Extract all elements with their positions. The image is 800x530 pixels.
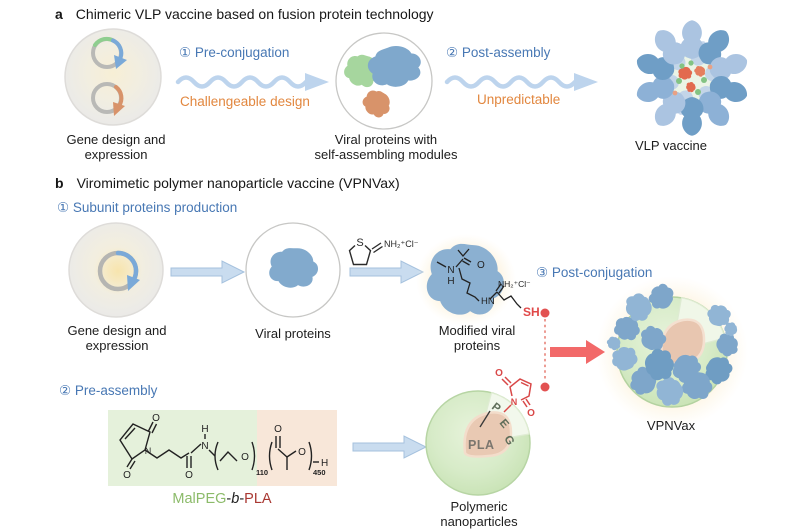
wavy-arrow-icon-1	[175, 73, 329, 91]
wavy-arrow-icon-2	[444, 73, 598, 91]
caption-gene-design-b: Gene design and expression	[67, 323, 167, 354]
dash: -	[239, 491, 245, 507]
carbonyl-o-label: O	[477, 260, 485, 271]
caption-vpnvax: VPNVax	[646, 418, 696, 433]
step-post-assembly: ② Post-assembly	[446, 45, 551, 60]
note-challengeable-design: Challengeable design	[180, 94, 310, 109]
polymeric-nanoparticle-illustration: P E G PLA N O O	[425, 368, 535, 496]
malpeg-block-background	[108, 410, 257, 486]
pla-repeat-subscript: 450	[313, 468, 326, 477]
gene-design-illustration-b	[68, 222, 164, 318]
amine-n-label: N	[447, 265, 454, 276]
amine-h-label: H	[447, 276, 454, 287]
peg-repeat-subscript: 110	[256, 468, 268, 477]
vlp-vaccine-illustration	[633, 20, 751, 136]
sulfur-label: S	[356, 237, 363, 249]
pla-o: O	[298, 447, 306, 458]
caption-viral-proteins: Viral proteins	[255, 326, 331, 341]
terminal-h: H	[321, 458, 328, 469]
maleimide-o2-label: O	[527, 408, 535, 419]
plasmid-icon	[97, 250, 139, 292]
vpnvax-illustration	[596, 276, 748, 428]
hn-label: HN	[481, 296, 495, 307]
gene-design-illustration-a	[64, 28, 162, 126]
panel-a-tag: a	[55, 6, 63, 22]
pla-core	[463, 411, 513, 458]
pla-text: PLA	[244, 491, 272, 507]
thiolane-ring	[348, 244, 372, 266]
vlp-core-cluster	[672, 60, 713, 96]
step-pre-assembly: ② Pre-assembly	[59, 383, 158, 398]
block-b-text: b	[231, 491, 240, 507]
amide-o: O	[185, 470, 193, 481]
block-arrow-icon-2	[349, 260, 425, 284]
note-unpredictable: Unpredictable	[477, 92, 561, 107]
step-post-conjugation: ③ Post-conjugation	[536, 265, 653, 280]
pla-o-top: O	[274, 424, 282, 435]
viral-proteins-illustration	[245, 222, 341, 318]
caption-viral-proteins-modules: Viral proteins with self-assembling modu…	[314, 132, 458, 163]
panel-b-tag: b	[55, 175, 64, 191]
trauts-reagent-structure: S NH₂⁺Cl⁻	[348, 237, 419, 266]
amide-n: N	[201, 441, 208, 452]
block-arrow-icon-3	[352, 435, 428, 459]
pla-core-label: PLA	[468, 438, 495, 452]
modified-protein-illustration: N H O HN NH₂⁺Cl⁻ SH	[416, 234, 540, 326]
plasmid-icon-top	[91, 36, 124, 69]
plasmid-arrowhead-blue	[127, 275, 140, 291]
viral-proteins-modules-illustration	[335, 32, 433, 130]
panel-a-title: a Chimeric VLP vaccine based on fusion pr…	[55, 6, 434, 22]
caption-vlp-vaccine: VLP vaccine	[634, 138, 708, 153]
red-conjugation-arrow	[550, 340, 605, 364]
step-pre-conjugation: ① Pre-conjugation	[179, 45, 290, 60]
panel-b-title: b Viromimetic polymer nanoparticle vaccin…	[55, 175, 400, 191]
salt-label: NH₂⁺Cl⁻	[498, 279, 531, 289]
thiol-sh-label: SH	[523, 305, 540, 319]
maleimide-o-top: O	[152, 413, 160, 424]
maleimide-o1-label: O	[495, 368, 503, 379]
step-subunit-production: ① Subunit proteins production	[57, 200, 238, 215]
caption-modified-proteins: Modified viral proteins	[438, 323, 516, 354]
maleimide-red-dot	[540, 382, 550, 392]
caption-gene-design-a: Gene design and expression	[66, 132, 166, 163]
dash: -	[226, 491, 232, 507]
conjugation-linker-overlay	[540, 308, 605, 392]
plasmid-arrowhead-orange	[113, 102, 125, 116]
malpeg-pla-structure: O O N O H N O 110 O O 450 H	[108, 410, 337, 486]
salt-label: NH₂⁺Cl⁻	[384, 239, 419, 249]
malpeg-text: MalPEG	[172, 491, 227, 507]
panel-a-title-text: Chimeric VLP vaccine based on fusion pro…	[75, 6, 434, 22]
peg-o: O	[241, 452, 249, 463]
caption-polymeric-nanoparticles: Polymeric nanoparticles	[440, 499, 518, 530]
polymer-name-label: MalPEG-b-PLA	[172, 491, 271, 507]
thiol-red-dot	[540, 308, 550, 318]
block-arrow-icon-1	[170, 260, 246, 284]
polymer-bonds	[119, 421, 319, 471]
peg-pointer-line	[479, 410, 491, 428]
maleimide-n-label: N	[511, 397, 518, 407]
maleimide-n: N	[145, 446, 152, 456]
amide-h: H	[201, 424, 208, 435]
maleimide-o-bottom: O	[123, 470, 131, 481]
lysine-linker-bonds	[436, 248, 522, 309]
cell-circle	[64, 28, 162, 126]
panel-b-title-text: Viromimetic polymer nanoparticle vaccine…	[76, 175, 400, 191]
maleimide-red-structure	[501, 376, 532, 413]
plasmid-arrowhead-blue	[114, 55, 127, 69]
